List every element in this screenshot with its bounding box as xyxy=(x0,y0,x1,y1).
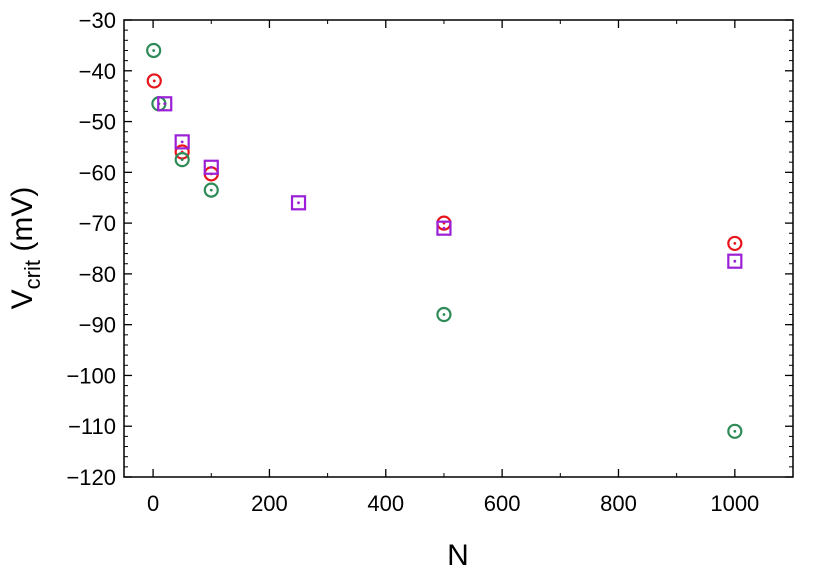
x-tick-label: 1000 xyxy=(710,491,759,516)
y-axis-title-unit: (mV) xyxy=(6,187,39,260)
y-tick-label: −70 xyxy=(79,211,116,236)
x-tick-label: 400 xyxy=(367,491,404,516)
y-tick-label: −30 xyxy=(79,8,116,33)
point-center-dot xyxy=(163,102,167,106)
square-point xyxy=(203,159,219,175)
y-axis-title: Vcrit (mV) xyxy=(6,187,45,310)
circle-point xyxy=(727,235,743,252)
circle-point xyxy=(436,306,452,323)
y-tick-label: −100 xyxy=(66,363,116,388)
point-center-dot xyxy=(180,140,184,144)
x-tick-label: 0 xyxy=(147,491,159,516)
square-point xyxy=(174,134,190,150)
axis-ticks: 0 200 400 600 800 1000 −30 −40 −50 −60 −70 −80 −90 −1… xyxy=(66,8,793,516)
point-center-dot xyxy=(442,313,446,316)
y-tick-label: −60 xyxy=(79,160,116,185)
circle-point xyxy=(203,182,219,198)
y-tick-label: −90 xyxy=(79,313,116,338)
point-center-dot xyxy=(733,429,737,433)
point-center-dot xyxy=(180,158,184,162)
x-axis-title: N xyxy=(447,539,469,572)
point-center-dot xyxy=(733,242,737,245)
circle-point xyxy=(146,42,162,59)
point-center-dot xyxy=(297,201,300,205)
square-point xyxy=(157,96,173,112)
square-point xyxy=(727,253,743,269)
y-tick-label: −120 xyxy=(66,465,116,490)
y-tick-label: −40 xyxy=(79,59,116,84)
plot-frame xyxy=(123,19,794,478)
y-axis-title-main: V xyxy=(6,289,39,309)
y-tick-label: −110 xyxy=(68,414,116,439)
point-center-dot xyxy=(209,165,213,169)
point-center-dot xyxy=(152,79,156,83)
y-tick-label: −50 xyxy=(79,110,116,135)
data-points xyxy=(146,42,743,439)
point-center-dot xyxy=(733,259,737,263)
x-tick-label: 800 xyxy=(600,491,637,516)
point-center-dot xyxy=(209,188,213,192)
x-tick-label: 600 xyxy=(484,491,521,516)
point-center-dot xyxy=(152,49,156,52)
circle-point xyxy=(146,73,162,89)
y-axis-title-sub: crit xyxy=(20,260,45,289)
square-point xyxy=(436,220,452,236)
x-tick-label: 200 xyxy=(251,491,288,516)
y-tick-label: −80 xyxy=(79,262,116,287)
square-point xyxy=(290,195,307,211)
circle-point xyxy=(727,423,743,439)
point-center-dot xyxy=(442,226,446,230)
circle-point xyxy=(174,152,190,168)
